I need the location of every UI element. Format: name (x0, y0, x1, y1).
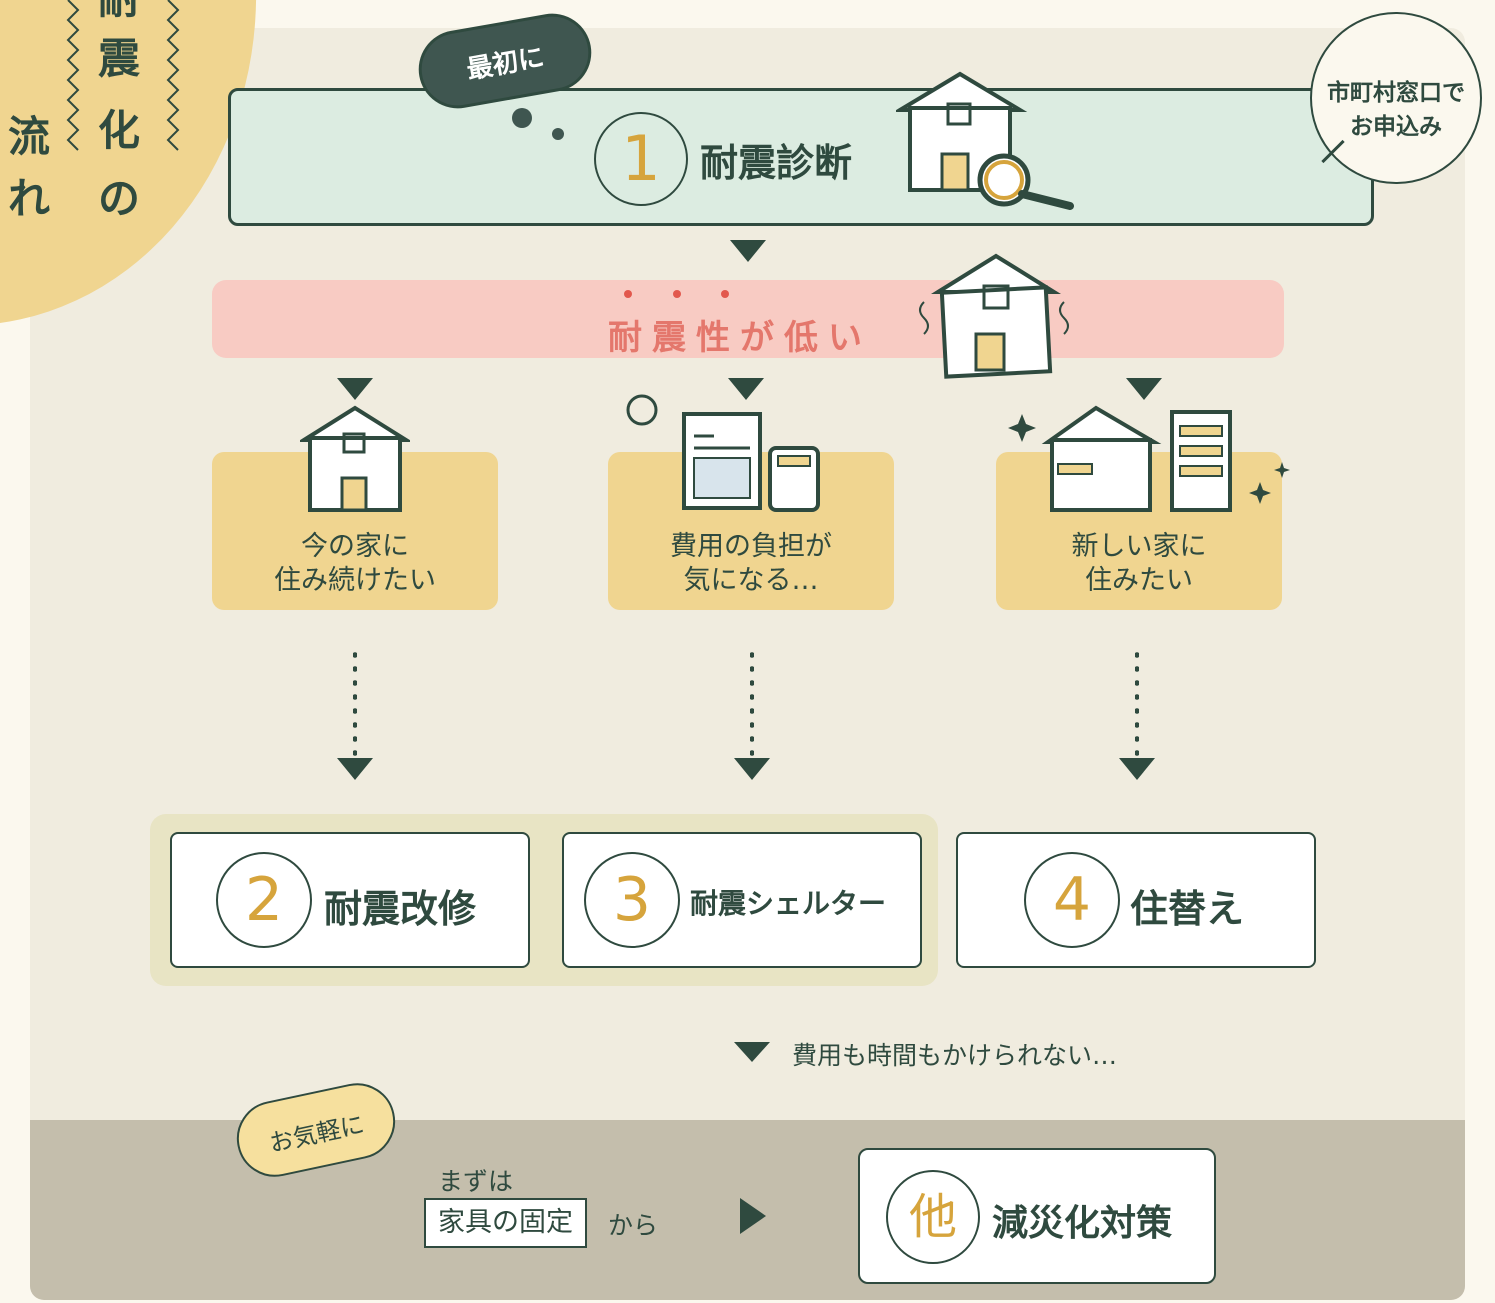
arrow-down-icon (734, 758, 770, 780)
fallback-note: 費用も時間もかけられない… (792, 1041, 1118, 1070)
title-char: 震 (98, 34, 141, 83)
option-number: 2 (216, 852, 312, 948)
first-step-label: まずは (438, 1167, 514, 1196)
other-measures-card: 他 減災化対策 (858, 1148, 1216, 1284)
arrow-down-icon (734, 1042, 770, 1062)
dotted-connector (1135, 648, 1139, 758)
choice-card: 費用の負担が 気になる… (608, 452, 894, 610)
title-char: の (98, 174, 141, 223)
emphasis-dot (624, 290, 632, 298)
title-char: 流 (8, 112, 51, 161)
other-icon-char: 他 (886, 1170, 980, 1264)
step1-number: 1 (594, 112, 688, 206)
step1-panel (228, 88, 1374, 226)
shaking-house-icon (919, 253, 1069, 379)
house-inspection-icon (896, 71, 1074, 210)
other-measures-label: 減災化対策 (992, 1203, 1173, 1244)
thought-dot (512, 108, 532, 128)
zigzag-decoration (66, 0, 180, 151)
arrow-down-icon (1119, 758, 1155, 780)
option-card: 2 耐震改修 (170, 832, 530, 968)
option-card: 3 耐震シェルター (562, 832, 922, 968)
emphasis-dot (721, 290, 729, 298)
choice-line: 費用の負担が (670, 531, 832, 562)
calculator-document-icon (626, 394, 820, 512)
title-char: 耐 (98, 0, 140, 20)
step1-label: 耐震診断 (700, 141, 853, 185)
dotted-connector (353, 648, 357, 758)
option-label: 耐震シェルター (690, 887, 887, 920)
choice-line: 住みたい (1085, 565, 1193, 596)
option-label: 耐震改修 (324, 887, 477, 931)
arrow-down-icon (1126, 378, 1162, 400)
warning-band (212, 280, 1284, 358)
option-label: 住替え (1130, 887, 1245, 931)
arrow-right-icon (740, 1198, 766, 1234)
arrow-down-icon (730, 240, 766, 262)
furniture-fixing-label: 家具の固定 (424, 1198, 587, 1248)
side-note-line: お申込み (1350, 114, 1442, 140)
side-note: 市町村窓口で お申込み (1310, 12, 1482, 184)
warning-label: 耐震性が低い (608, 318, 872, 358)
thought-dot (552, 128, 564, 140)
side-note-line: 市町村窓口で (1327, 80, 1465, 106)
choice-line: 気になる… (683, 565, 819, 596)
arrow-down-icon (337, 758, 373, 780)
dotted-connector (750, 648, 754, 758)
house-icon (300, 405, 410, 512)
option-number: 3 (584, 852, 680, 948)
title-char: れ (8, 174, 51, 223)
choice-line: 新しい家に (1071, 531, 1207, 562)
from-label: から (608, 1211, 659, 1240)
new-buildings-icon (1008, 405, 1290, 512)
choice-line: 今の家に (301, 531, 409, 562)
choice-line: 住み続けたい (274, 565, 436, 596)
option-number: 4 (1024, 852, 1120, 948)
arrow-down-icon (337, 378, 373, 400)
arrow-down-icon (728, 378, 764, 400)
option-card: 4 住替え (956, 832, 1316, 968)
emphasis-dot (673, 290, 681, 298)
title-char: 化 (98, 106, 141, 155)
